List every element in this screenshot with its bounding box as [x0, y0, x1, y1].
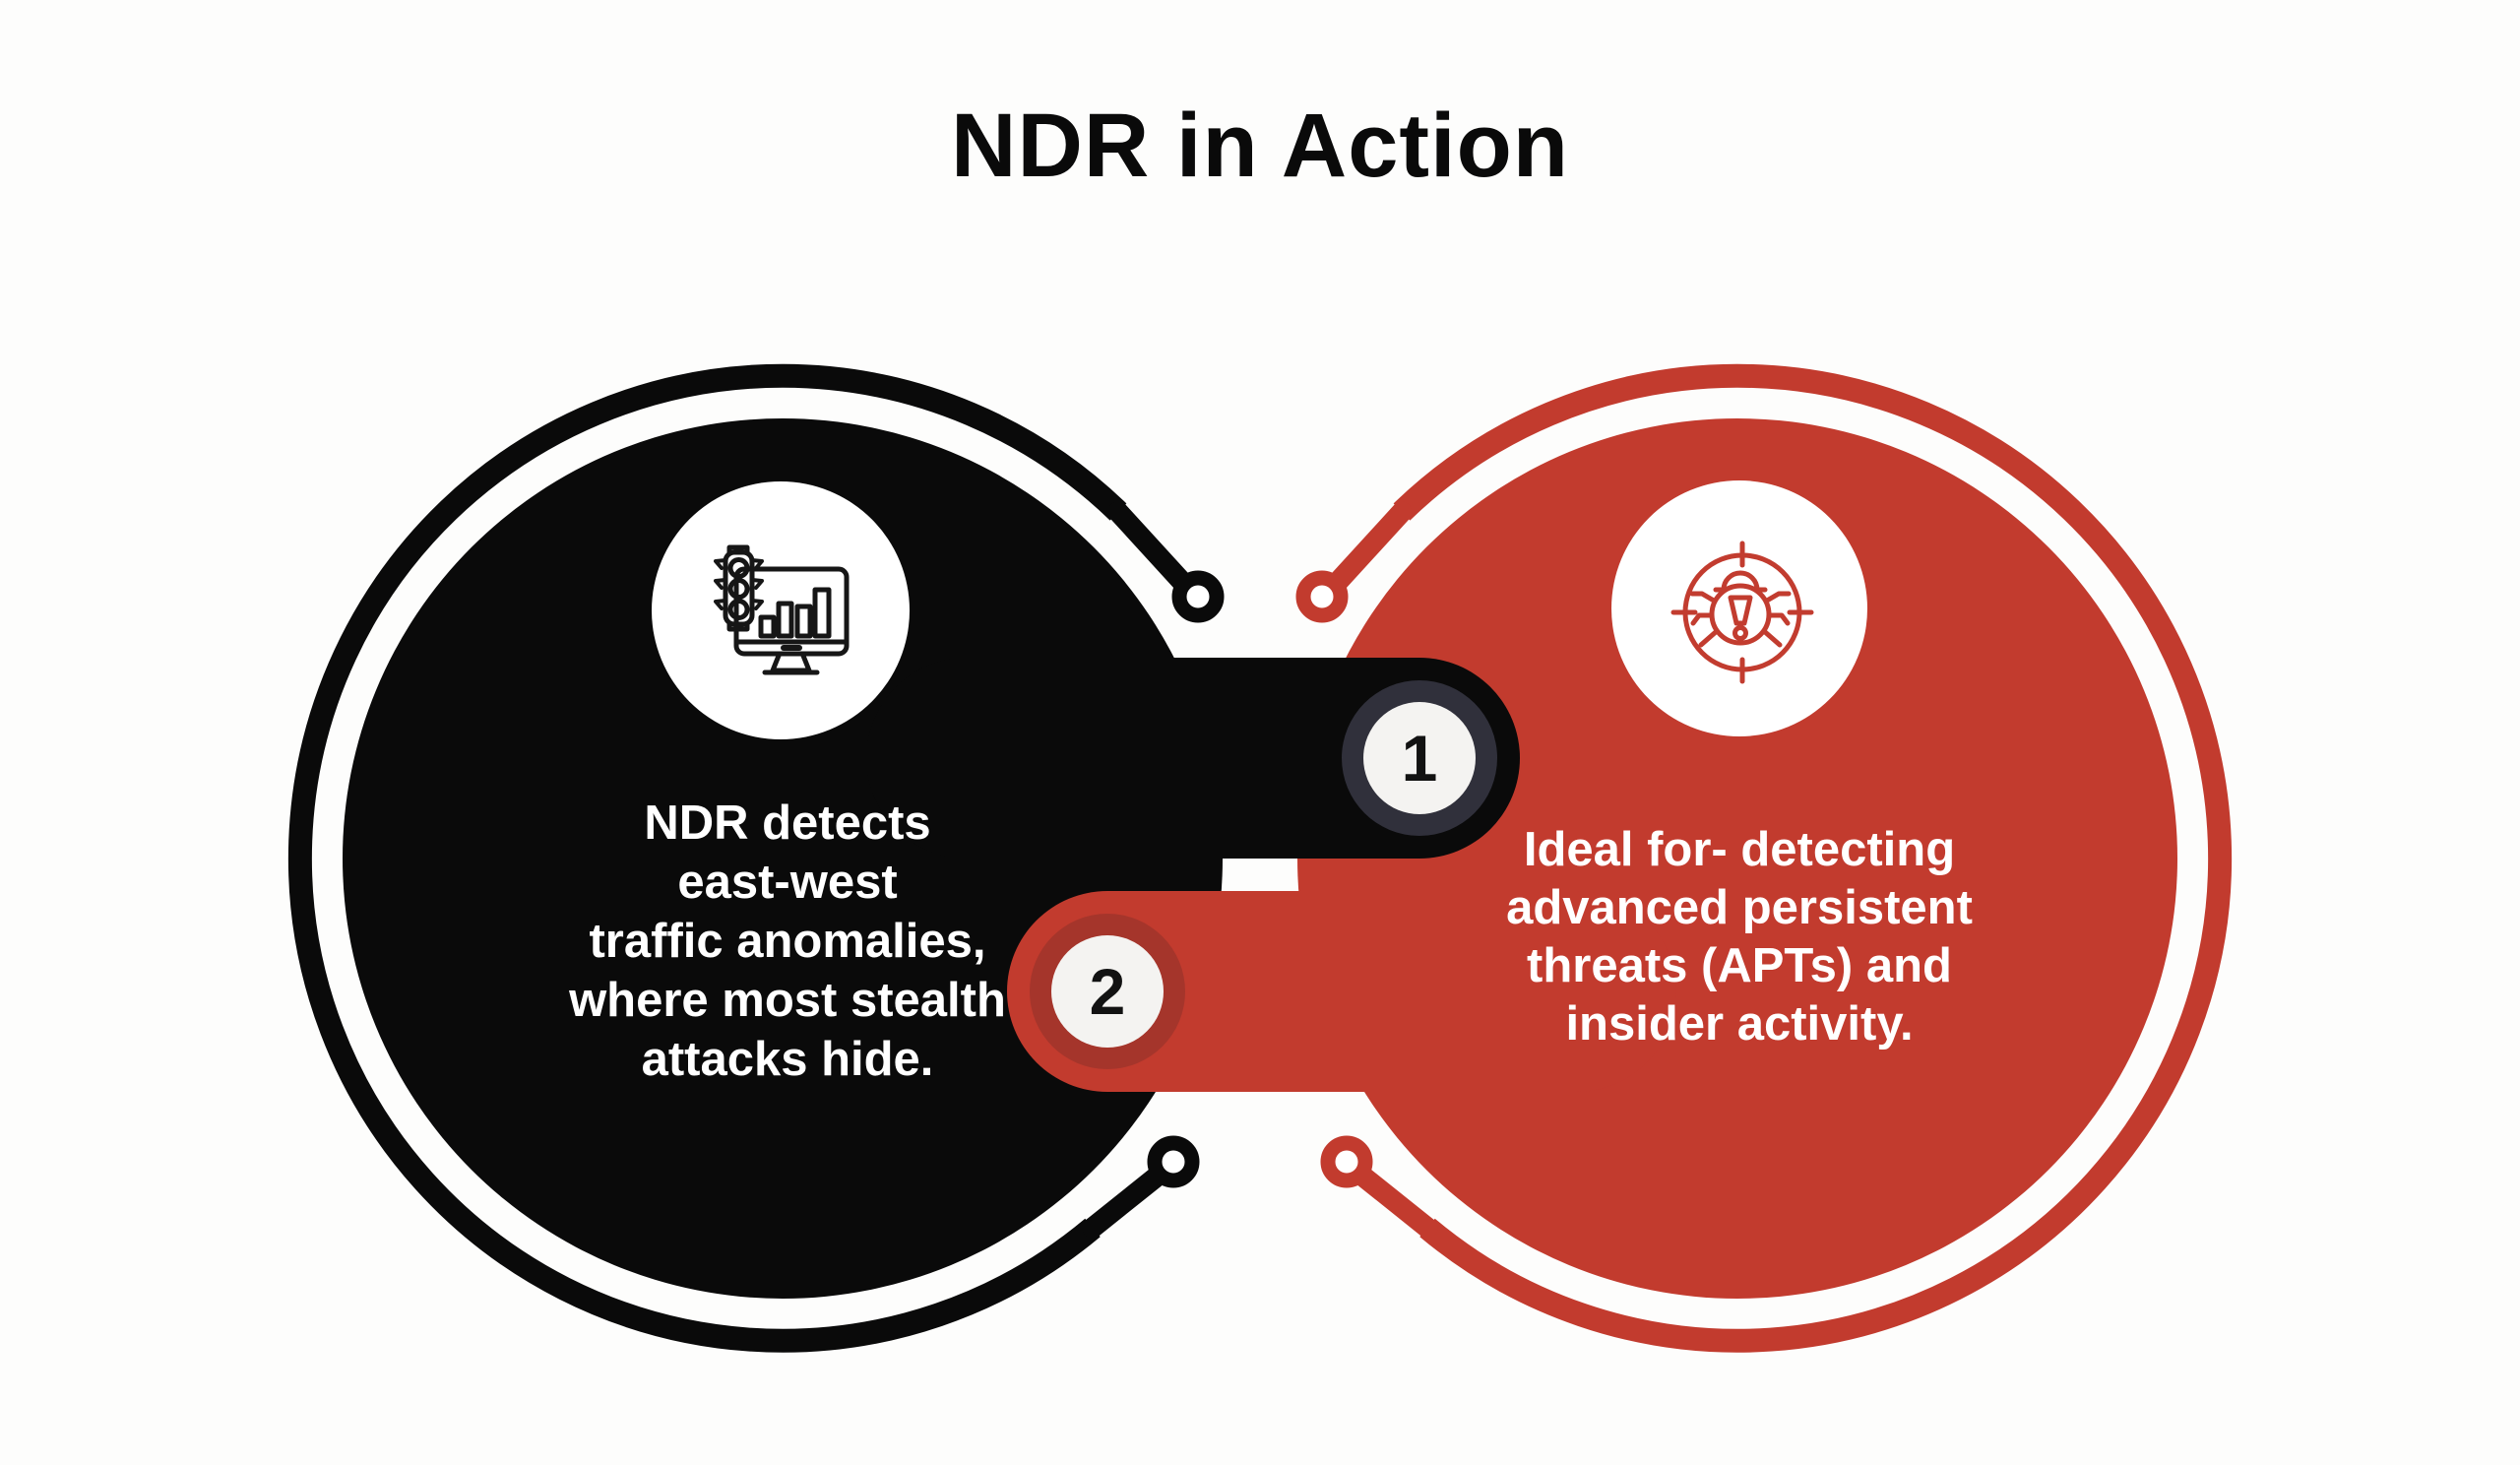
- step1-line: east-west: [677, 856, 898, 909]
- step1-line: NDR detects: [644, 796, 931, 850]
- step1-node-dot-top: [1171, 570, 1225, 623]
- step1-line: where most stealth: [569, 974, 1006, 1027]
- step2-icon-circle: [1611, 480, 1867, 736]
- traffic-light-monitor-icon: [714, 544, 850, 675]
- step1-connector-line-top: [1107, 501, 1192, 592]
- step1-connector-line-bottom: [1082, 1166, 1167, 1239]
- step1-outer-ring: [287, 363, 1127, 1353]
- step2-circuit-group: [1295, 363, 2233, 1353]
- step1-description: NDR detects east-west traffic anomalies,…: [433, 794, 1142, 1089]
- step1-line: traffic anomalies,: [589, 915, 986, 968]
- bug-crosshair-icon: [1670, 541, 1814, 684]
- step2-connector-pill: [1007, 891, 1676, 1092]
- step2-description: Ideal for- detecting advanced persistent…: [1385, 821, 2094, 1053]
- page-title: NDR in Action: [951, 96, 1569, 196]
- step2-node-dot-top: [1295, 570, 1349, 623]
- step2-line: insider activity.: [1565, 997, 1914, 1051]
- step2-connector-line-bottom: [1353, 1166, 1438, 1239]
- step1-badge-circle: [1363, 702, 1476, 814]
- step1-connector-pill: [866, 658, 1520, 859]
- step1-node-dot-bottom: [1147, 1135, 1200, 1188]
- step2-node-dot-bottom: [1320, 1135, 1373, 1188]
- step1-main-circle: [343, 418, 1223, 1299]
- step2-outer-ring: [1393, 363, 2233, 1353]
- step2-badge-circle: [1051, 935, 1164, 1048]
- step2-number: 2: [1089, 955, 1126, 1028]
- step2-line: threats (APTs) and: [1527, 939, 1952, 992]
- step2-line: advanced persistent: [1506, 881, 1973, 934]
- step1-circuit-group: [287, 363, 1225, 1353]
- step1-number: 1: [1401, 722, 1438, 795]
- step2-line: Ideal for- detecting: [1523, 823, 1956, 876]
- step2-connector-line-top: [1328, 501, 1413, 592]
- step1-line: attacks hide.: [641, 1033, 934, 1086]
